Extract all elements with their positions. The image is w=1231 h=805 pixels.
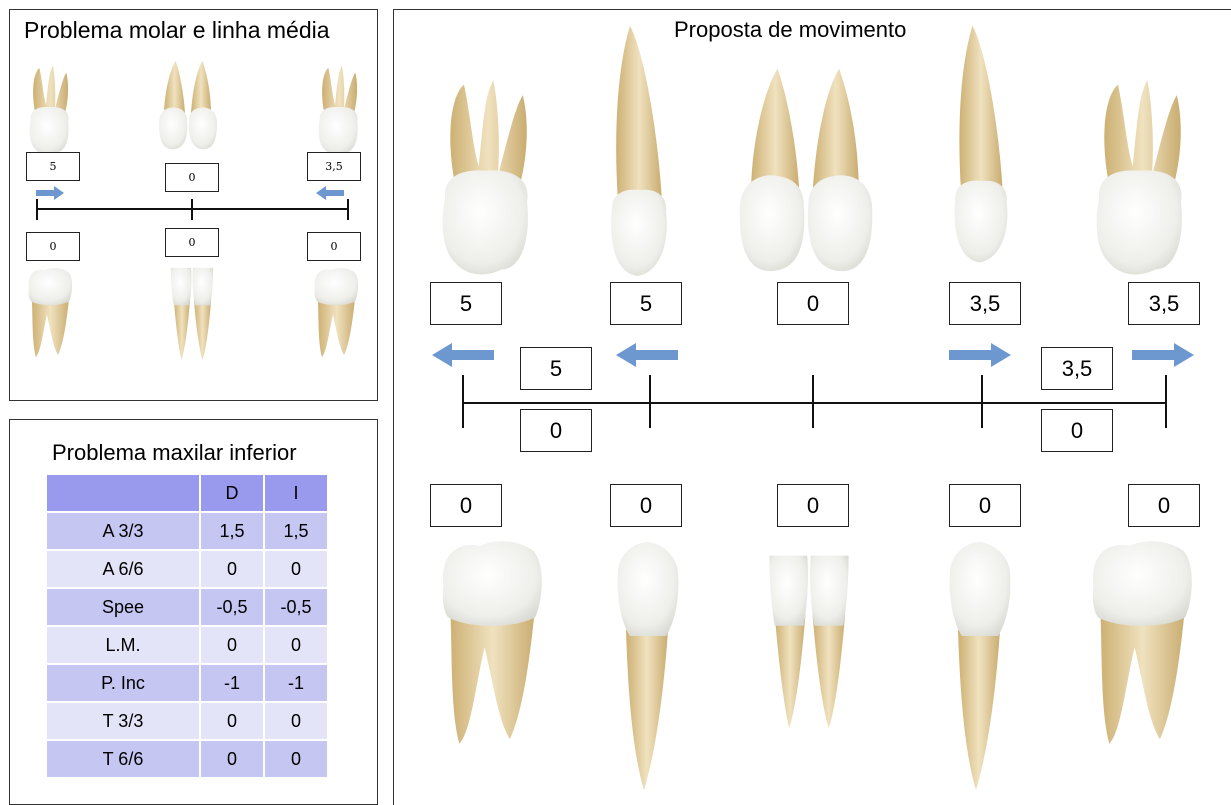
table-cell: 0 <box>264 626 328 664</box>
table-cell: A 3/3 <box>47 512 200 550</box>
table-row: T 3/3 0 0 <box>47 702 328 740</box>
lower-incisors-tooth <box>764 537 854 747</box>
table-header-cell: I <box>264 475 328 512</box>
molar-lower-value-right: 0 <box>307 232 361 261</box>
proposal-lower-value: 0 <box>1128 484 1200 527</box>
arrow-left-icon <box>616 343 678 367</box>
table-cell: P. Inc <box>47 664 200 702</box>
table-row: T 6/6 0 0 <box>47 740 328 778</box>
table-cell: L.M. <box>47 626 200 664</box>
table-cell: -0,5 <box>264 588 328 626</box>
table-cell: 0 <box>264 702 328 740</box>
table-cell: 0 <box>200 626 264 664</box>
proposal-lower-value: 0 <box>949 484 1021 527</box>
table-cell: T 6/6 <box>47 740 200 778</box>
proposal-lower-value: 0 <box>777 484 849 527</box>
table-row: Spee -0,5 -0,5 <box>47 588 328 626</box>
table-row: A 6/6 0 0 <box>47 550 328 588</box>
lower-canine-tooth-left <box>612 540 684 795</box>
table-row: P. Inc -1 -1 <box>47 664 328 702</box>
maxilla-problem-table: D I A 3/3 1,5 1,5 A 6/6 0 0 Spee -0,5 -0… <box>47 475 329 779</box>
table-cell: 0 <box>200 550 264 588</box>
arrow-left-icon <box>316 186 344 200</box>
maxilla-problem-title: Problema maxilar inferior <box>52 440 297 466</box>
table-cell: T 3/3 <box>47 702 200 740</box>
molar-midline-panel: Problema molar e linha média 5 0 3,5 0 0… <box>9 9 378 401</box>
proposal-lower-value: 0 <box>610 484 682 527</box>
molar-lower-value-left: 0 <box>26 232 80 261</box>
table-cell: -1 <box>264 664 328 702</box>
table-cell: -1 <box>200 664 264 702</box>
arrow-right-icon <box>949 343 1011 367</box>
table-cell: 1,5 <box>264 512 328 550</box>
table-cell: Spee <box>47 588 200 626</box>
table-cell: 0 <box>264 550 328 588</box>
proposal-lower-value: 0 <box>430 484 502 527</box>
arrow-right-icon <box>1132 343 1194 367</box>
table-row: L.M. 0 0 <box>47 626 328 664</box>
table-cell: 0 <box>264 740 328 778</box>
molar-lower-value-center: 0 <box>165 228 219 257</box>
movement-axis <box>394 10 1231 470</box>
lower-molar-tooth-left <box>434 535 549 757</box>
table-header-row: D I <box>47 475 328 512</box>
lower-canine-tooth-right <box>944 540 1016 795</box>
table-header-cell: D <box>200 475 264 512</box>
table-cell: 0 <box>200 740 264 778</box>
lower-molar-tooth-right <box>310 266 362 362</box>
table-cell: 0 <box>200 702 264 740</box>
table-header-cell <box>47 475 200 512</box>
lower-molar-tooth-right <box>1084 535 1199 757</box>
arrow-left-icon <box>432 343 494 367</box>
lower-molar-tooth-left <box>24 266 76 362</box>
movement-proposal-panel: Proposta de movimento 5 5 0 3,5 3,5 5 3,… <box>393 9 1231 805</box>
lower-incisors-tooth <box>168 266 216 362</box>
table-row: A 3/3 1,5 1,5 <box>47 512 328 550</box>
table-cell: -0,5 <box>200 588 264 626</box>
table-cell: A 6/6 <box>47 550 200 588</box>
maxilla-problem-panel: Problema maxilar inferior D I A 3/3 1,5 … <box>9 419 378 805</box>
arrow-right-icon <box>36 186 64 200</box>
table-cell: 1,5 <box>200 512 264 550</box>
